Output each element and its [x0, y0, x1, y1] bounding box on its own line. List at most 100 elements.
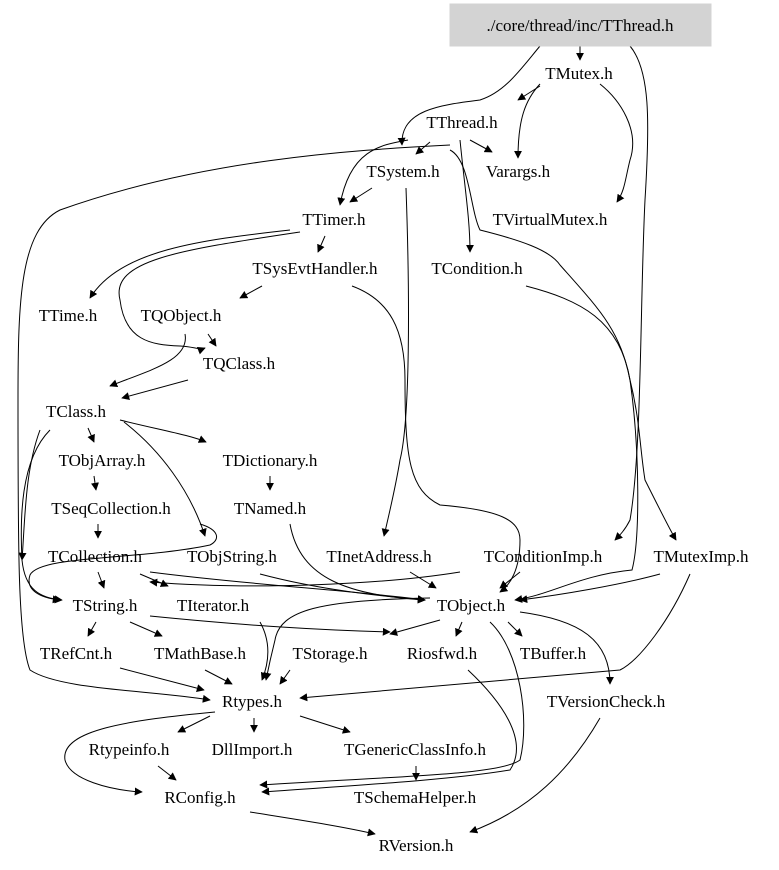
node-varargs[interactable]: Varargs.h	[486, 162, 551, 181]
edge-tinetaddress-tobject	[409, 571, 437, 589]
node-tstorage[interactable]: TStorage.h	[292, 644, 368, 663]
edge-tcollection-titerator2	[139, 573, 169, 587]
edge-tmutex-tthread	[517, 85, 541, 101]
edge-tstorage-rtypes	[279, 669, 291, 685]
edge-tstring-tstorage	[149, 615, 391, 636]
node-tdictionary[interactable]: TDictionary.h	[223, 451, 318, 470]
edge-tobject-tstorage	[389, 619, 441, 636]
edge-titerator-rtypes	[259, 621, 269, 681]
edge-tqobject-tclass	[109, 333, 186, 388]
header-nodes: ./core/thread/inc/TThread.h TMutex.h TTh…	[39, 3, 749, 855]
edge-tsystem-ttimer	[349, 187, 373, 203]
edge-tclass-tobjarray	[87, 427, 95, 443]
node-rversion[interactable]: RVersion.h	[379, 836, 454, 855]
edge-tmuteximp-tobject	[519, 573, 661, 604]
node-tseqcollection[interactable]: TSeqCollection.h	[51, 499, 171, 518]
edge-riosfwd-rconfig	[261, 669, 517, 796]
edge-tthread-tcondition	[459, 139, 474, 253]
node-rtypes[interactable]: Rtypes.h	[222, 692, 282, 711]
edge-tthread-rtypes	[17, 144, 451, 703]
edge-tsystem-tinetaddress	[381, 187, 409, 537]
edge-tmutex-tvirtualmutex	[599, 83, 634, 203]
node-tobjarray[interactable]: TObjArray.h	[59, 451, 146, 470]
edge-tmutex-varargs	[514, 83, 541, 159]
node-ttime[interactable]: TTime.h	[39, 306, 98, 325]
node-tqclass[interactable]: TQClass.h	[203, 354, 276, 373]
node-riosfwd[interactable]: Riosfwd.h	[407, 644, 478, 663]
edge-tqclass-tclass	[121, 379, 189, 400]
edge-tsysevthandler-tqobject	[239, 285, 263, 299]
edge-tsysevthandler-tobject	[351, 285, 521, 593]
node-tbuffer[interactable]: TBuffer.h	[520, 644, 587, 663]
edge-tcollection-tstring	[97, 571, 106, 589]
edge-ttimer-tsysevthandler	[317, 235, 326, 253]
edge-tnamed-tobject	[289, 523, 426, 604]
node-tobject[interactable]: TObject.h	[437, 596, 506, 615]
node-tmuteximp[interactable]: TMutexImp.h	[654, 547, 749, 566]
edge-tobject-rtypes	[263, 597, 431, 681]
edge-root-tconditionimp	[614, 45, 649, 541]
edge-tthread-ttimer	[337, 139, 409, 206]
edge-tobjstring-tobject	[259, 573, 426, 604]
node-titerator[interactable]: TIterator.h	[177, 596, 250, 615]
node-tqobject[interactable]: TQObject.h	[141, 306, 222, 325]
edge-rconfig-rversion	[249, 811, 376, 837]
node-tversioncheck[interactable]: TVersionCheck.h	[547, 692, 666, 711]
edge-tstring-tmathbase	[129, 621, 163, 637]
node-tinetaddress[interactable]: TInetAddress.h	[326, 547, 432, 566]
edge-rtypes-tgenericclassinfo	[299, 715, 351, 734]
edge-rtypes-rtypeinfo	[177, 715, 211, 733]
root-node-label[interactable]: ./core/thread/inc/TThread.h	[487, 16, 674, 35]
edge-ttimer-ttime	[89, 229, 291, 299]
edge-tsystem-tvirtualmutex	[449, 149, 639, 603]
edge-tversioncheck-rversion	[469, 717, 601, 834]
node-tmathbase[interactable]: TMathBase.h	[154, 644, 247, 663]
edge-tobject-tversioncheck	[519, 611, 614, 685]
edge-rtypeinfo-rconfig	[157, 765, 177, 781]
edge-tclass-rtypes	[18, 429, 41, 561]
edge-tclass-tobjstring	[123, 421, 207, 537]
node-rconfig[interactable]: RConfig.h	[164, 788, 236, 807]
edge-tmuteximp-rtypes	[299, 573, 691, 702]
node-tvirtualmutex[interactable]: TVirtualMutex.h	[493, 210, 608, 229]
edge-tcondition-tmuteximp	[525, 285, 677, 541]
edge-root-tthread	[397, 45, 541, 146]
node-tconditionimp[interactable]: TConditionImp.h	[484, 547, 603, 566]
node-tcondition[interactable]: TCondition.h	[431, 259, 523, 278]
node-tthread[interactable]: TThread.h	[426, 113, 498, 132]
edge-tconditionimp-tobject	[499, 571, 521, 589]
edge-tmathbase-rtypes	[204, 669, 233, 685]
edge-tobject-rconfig	[259, 621, 525, 789]
edge-tobjarray-tseqcollection	[91, 475, 99, 491]
edge-tseqcollection-titerator	[28, 523, 218, 604]
root-node-box[interactable]	[449, 3, 712, 47]
node-tclass[interactable]: TClass.h	[46, 402, 106, 421]
edge-rtypes-rconfig	[64, 711, 216, 796]
node-tstring[interactable]: TString.h	[73, 596, 138, 615]
edge-tconditionimp-tstring	[149, 571, 461, 587]
edge-tcollection-tobject	[149, 571, 426, 604]
edge-tobject-tbuffer	[507, 621, 523, 637]
edge-tstring-trefcnt	[87, 621, 97, 637]
edge-tthread-varargs	[469, 139, 493, 153]
node-tmutex[interactable]: TMutex.h	[545, 64, 613, 83]
node-ttimer[interactable]: TTimer.h	[302, 210, 366, 229]
edge-trefcnt-rtypes	[119, 667, 205, 693]
dependency-edges	[17, 45, 691, 837]
node-trefcnt[interactable]: TRefCnt.h	[40, 644, 113, 663]
node-dllimport[interactable]: DllImport.h	[212, 740, 293, 759]
node-tgenericclassinfo[interactable]: TGenericClassInfo.h	[344, 740, 487, 759]
edge-tobject-riosfwd	[455, 621, 463, 637]
node-rtypeinfo[interactable]: Rtypeinfo.h	[89, 740, 170, 759]
node-tobjstring[interactable]: TObjString.h	[187, 547, 277, 566]
node-tnamed[interactable]: TNamed.h	[234, 499, 307, 518]
node-tschemahelper[interactable]: TSchemaHelper.h	[354, 788, 477, 807]
node-tsystem[interactable]: TSystem.h	[366, 162, 440, 181]
edge-tthread-tsystem	[415, 141, 431, 155]
edge-tqobject-tqclass	[207, 333, 217, 347]
edge-ttimer-tqclass	[118, 231, 301, 355]
edge-tclass-tdictionary	[119, 419, 207, 443]
node-tcollection[interactable]: TCollection.h	[48, 547, 142, 566]
node-tsysevthandler[interactable]: TSysEvtHandler.h	[252, 259, 378, 278]
